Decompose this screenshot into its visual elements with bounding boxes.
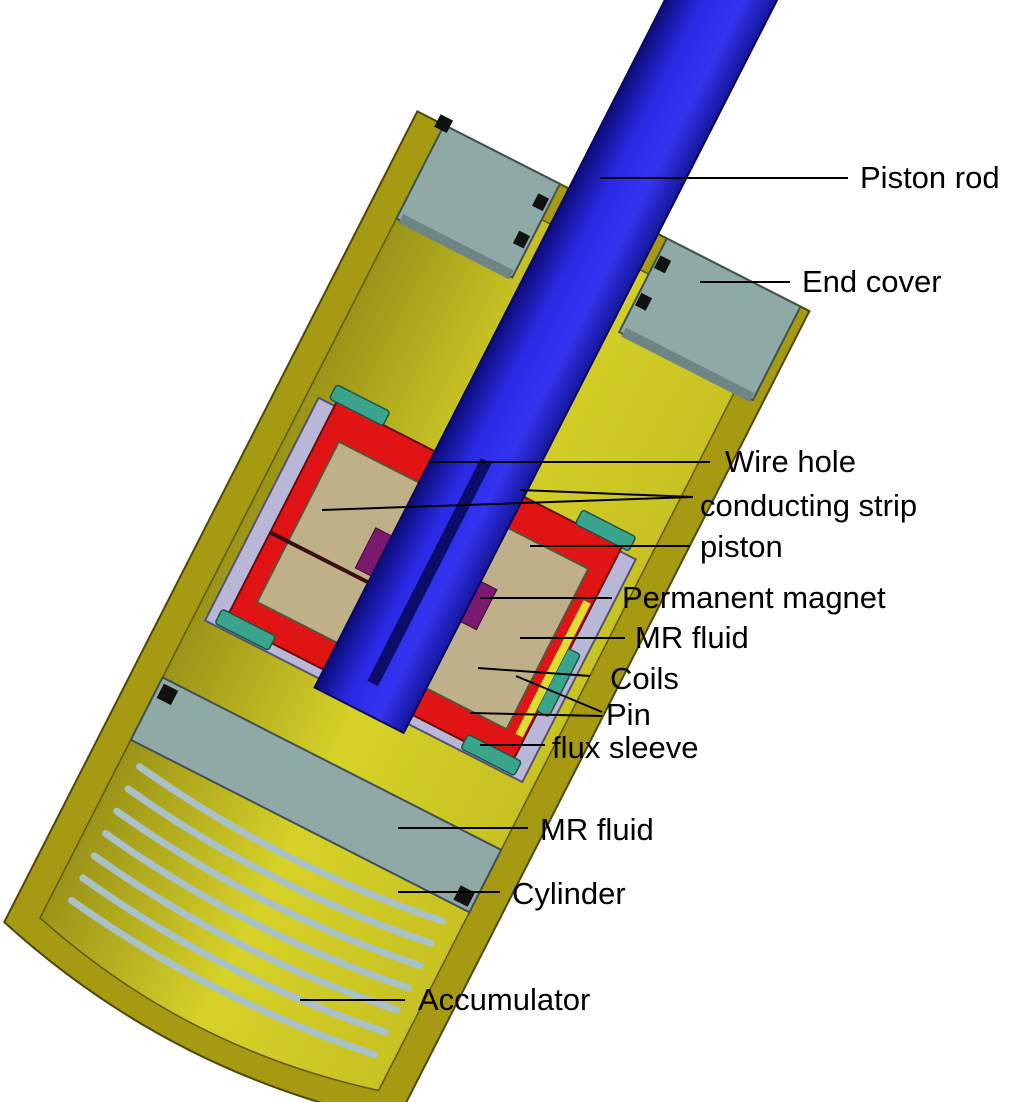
pin-top-left [329,384,390,426]
labels: Piston rod End cover Wire hole conductin… [418,160,1000,1017]
leader-pin-b [469,712,603,717]
wire-hole [367,457,492,687]
label-flux-sleeve: flux sleeve [552,730,698,765]
pin-bottom-left [215,609,276,651]
end-cover [395,114,802,402]
label-end-cover: End cover [802,264,942,299]
accumulator-spring [67,763,447,1059]
piston-rod [313,0,791,735]
leader-pin-a [515,675,603,713]
pin-top-right [575,510,636,551]
leader-conducting-strip-b [519,489,694,498]
leader-coils [477,667,591,677]
label-mr-fluid-gap: MR fluid [635,620,749,655]
pin-bottom-right [461,734,522,776]
label-permanent-magnet: Permanent magnet [622,580,886,615]
label-piston: piston [700,529,783,564]
leader-conducting-strip-a [321,496,694,511]
label-mr-fluid-chamber: MR fluid [540,812,654,847]
label-wire-hole: Wire hole [725,444,856,479]
label-piston-rod: Piston rod [860,160,1000,195]
label-cylinder: Cylinder [512,876,626,911]
damper-body [2,0,811,1102]
leader-lines [300,177,848,1001]
label-coils: Coils [610,661,679,696]
label-pin: Pin [606,697,651,732]
label-conducting-strip: conducting strip [700,488,917,523]
floating-piston [129,676,503,914]
mr-fluid-gap [515,600,591,738]
label-accumulator: Accumulator [418,982,590,1017]
conducting-strip [269,530,378,589]
